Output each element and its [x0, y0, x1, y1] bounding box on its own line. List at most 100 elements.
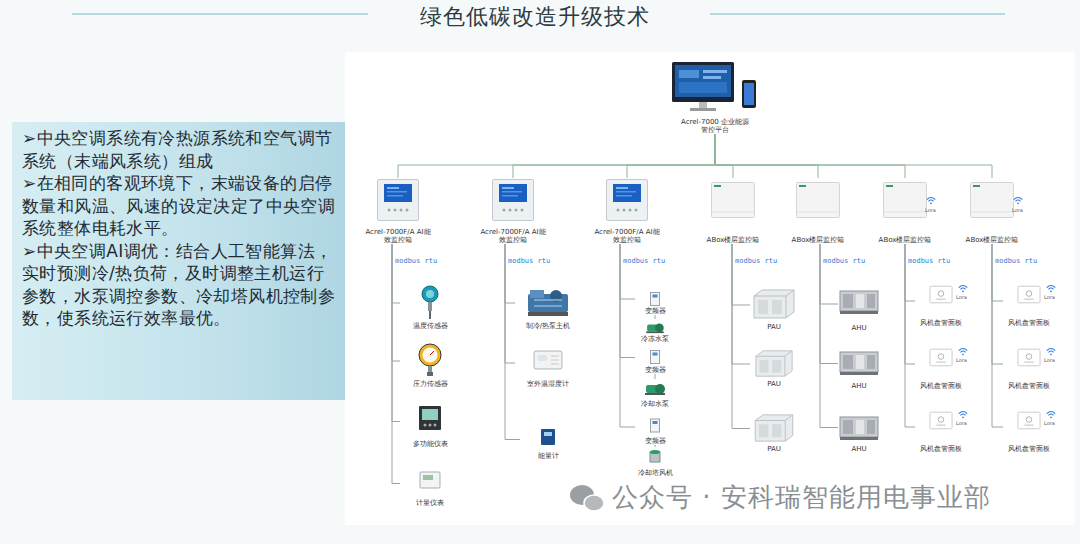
node-text: Acrel-7000F/A AI能效监控箱 [592, 228, 662, 244]
controller-box: ABox楼层监控箱 [783, 178, 853, 244]
bus-label: modbus rtu [623, 257, 665, 265]
device-node: PAU [750, 348, 798, 388]
device-node: 变频器 [635, 349, 675, 374]
bus-label: modbus rtu [735, 257, 777, 265]
connector-line [392, 244, 400, 303]
sensor-icon [422, 286, 438, 319]
wechat-icon [570, 485, 604, 511]
abox-icon [971, 183, 1014, 218]
gauge-icon [419, 344, 441, 376]
node-text: 室外温湿度计 [527, 380, 569, 388]
device-node: 变频器 [635, 417, 675, 445]
node-text: Acrel-7000 企业能源管控平台 [679, 118, 751, 134]
node-text: ➢在相同的客观环境下，末端设备的启停数量和风温、风速的设定决定了中央空调系统整体… [22, 172, 339, 240]
wireless-icon [1047, 286, 1056, 293]
connector-line [820, 244, 838, 428]
node-text: 风机盘管面板 [920, 382, 962, 390]
node-text: PAU [767, 445, 781, 453]
pump-icon [645, 384, 665, 395]
chiller-icon [528, 290, 568, 316]
node-text: 多功能仪表 [413, 440, 448, 448]
node-text: Acrel-7000F/A AI能效监控箱 [478, 228, 548, 244]
connector-line [715, 134, 992, 178]
connector-line [505, 244, 520, 440]
controller-box: Acrel-7000F/A AI能效监控箱 [363, 178, 433, 244]
device-node: 冷却水泵 [630, 379, 680, 408]
device-node: 室外温湿度计 [515, 346, 581, 388]
controller-icon [378, 180, 419, 221]
node-text: 风机盘管面板 [1008, 319, 1050, 327]
device-node: 压力传感器 [400, 342, 460, 388]
controller-box: Acrel-7000F/A AI能效监控箱 [478, 178, 548, 244]
node-text: 变频器 [645, 437, 666, 445]
connector-line [732, 244, 750, 429]
device-node: 风机盘管面板 [1003, 346, 1055, 390]
connector-line [820, 244, 838, 304]
node-text: PAU [767, 380, 781, 388]
platform-illustration [672, 62, 756, 111]
connector-line [513, 134, 715, 178]
lora-tag: Lora [1012, 207, 1023, 213]
connector-line [627, 134, 715, 178]
device-node: AHU [838, 345, 880, 390]
device-node: PAU [750, 287, 798, 331]
device-node: AHU [838, 410, 880, 453]
device-node: 制冷/热泵主机 [515, 284, 581, 330]
device-node: 风机盘管面板 [915, 346, 967, 390]
connector-line [992, 244, 1003, 301]
device-node: 计量仪表 [400, 468, 460, 507]
connector-line [715, 134, 818, 178]
lora-tag: Lora [1044, 357, 1055, 363]
hygrometer-icon [534, 351, 562, 369]
node-text: 风机盘管面板 [920, 319, 962, 327]
lora-tag: Lora [956, 420, 967, 426]
lora-tag: Lora [925, 207, 936, 213]
node-text: 冷却水泵 [641, 400, 669, 408]
device-node: AHU [838, 284, 880, 332]
pau-icon [754, 290, 794, 318]
node-text: Acrel-7000F/A AI能效监控箱 [363, 228, 433, 244]
wireless-icon [959, 412, 968, 419]
lora-tag: Lora [1044, 420, 1055, 426]
connector-line [715, 134, 905, 178]
abox-icon [797, 183, 840, 218]
connector-line [732, 244, 750, 305]
node-text: AHU [851, 445, 866, 453]
node-text: 风机盘管面板 [920, 445, 962, 453]
inverter-icon [651, 293, 660, 306]
device-node: 能量计 [520, 427, 576, 460]
lora-tag: Lora [956, 357, 967, 363]
inverter-icon [651, 419, 660, 432]
panel-icon [1018, 286, 1040, 303]
node-text: PAU [767, 323, 781, 331]
pau-icon [756, 351, 792, 376]
node-text: ABox楼层监控箱 [707, 236, 760, 244]
bus-label: modbus rtu [508, 257, 550, 265]
connector-line [392, 244, 400, 484]
bus-label: modbus rtu [395, 257, 437, 265]
node-text: ➢中央空调系统有冷热源系统和空气调节系统（末端风系统）组成 [22, 127, 339, 172]
wireless-icon [959, 349, 968, 356]
wireless-icon [959, 286, 968, 293]
connector-line [655, 445, 656, 447]
connector-line [992, 244, 1003, 427]
node-text: 风机盘管面板 [1008, 382, 1050, 390]
node-text: ABox楼层监控箱 [792, 236, 845, 244]
platform-node: Acrel-7000 企业能源管控平台 [655, 58, 775, 134]
node-text: 变频器 [645, 307, 666, 315]
energy-meter-icon [541, 429, 555, 445]
pump-icon [646, 324, 664, 334]
panel-icon [1018, 349, 1040, 366]
connector-line [505, 244, 515, 303]
node-text: ABox楼层监控箱 [966, 236, 1019, 244]
ahu-icon [840, 417, 878, 440]
meter-icon [420, 472, 440, 488]
pau-icon [755, 415, 793, 441]
connector-line [905, 244, 915, 427]
controller-icon [493, 180, 534, 221]
connector-line [392, 244, 400, 422]
device-node: 风机盘管面板 [915, 283, 967, 327]
device-node: 风机盘管面板 [1003, 283, 1055, 327]
node-text: 冷却塔风机 [638, 469, 673, 477]
node-text: ➢中央空调AI调优：结合人工智能算法，实时预测冷/热负荷，及时调整主机运行参数，… [22, 240, 339, 330]
